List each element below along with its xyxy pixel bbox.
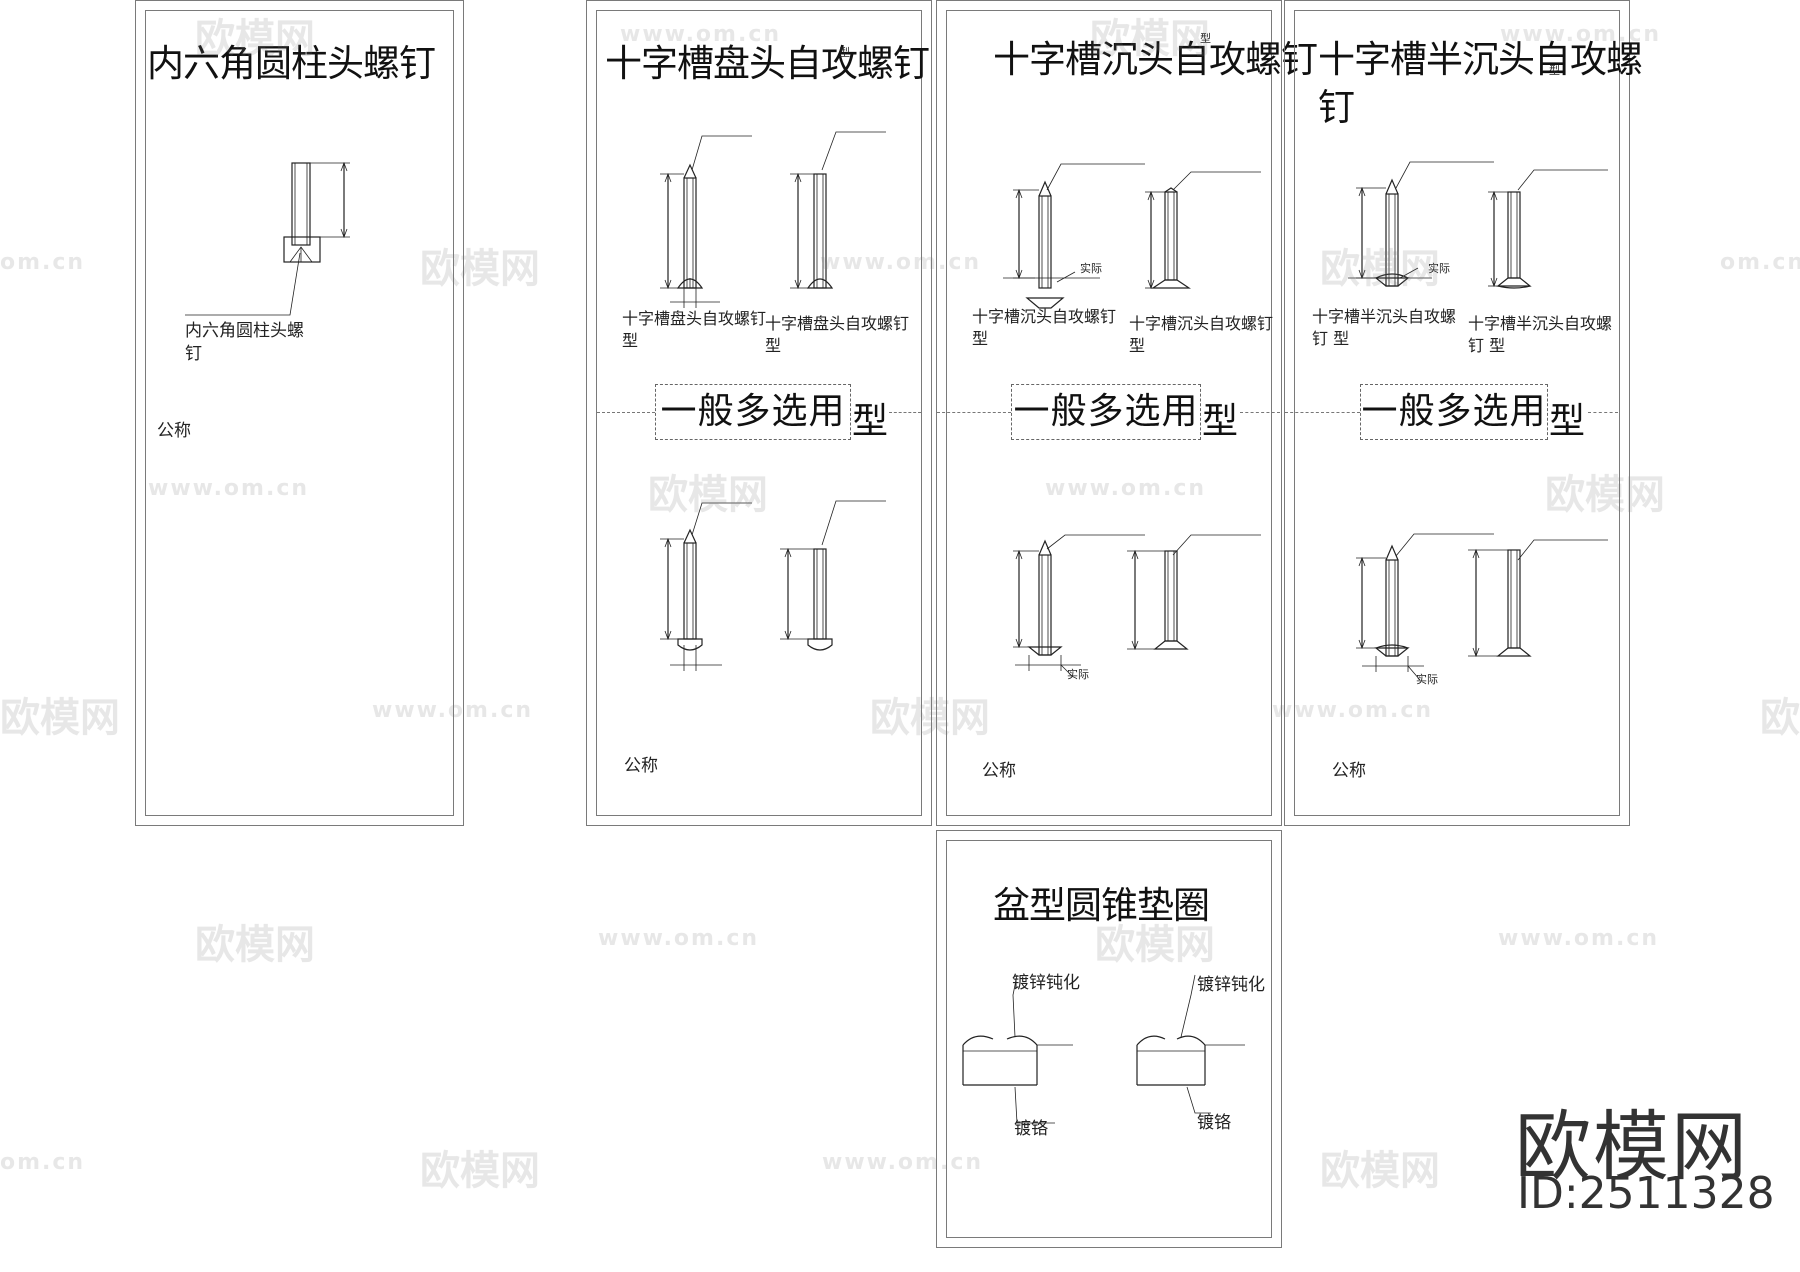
pan-select-box: 一般多选用 [655,384,851,440]
hex-leader-label: 内六角圆柱头螺 钉 [185,321,304,364]
semi-label-b: 十字槽半沉头自攻螺 钉 型 [1468,314,1613,355]
divider-dashed-line [1240,412,1280,413]
washer-left-coating-bottom: 镀铬 [1014,1119,1048,1139]
screw-shank [683,177,697,289]
countersunk-label-a: 十字槽沉头自攻螺钉 型 [972,307,1117,348]
pan-label-a: 十字槽盘头自攻螺钉 型 [622,309,767,350]
washer-left-coating-top: 镀锌钝化 [1012,973,1080,993]
countersunk-select-suffix: 型 [1202,401,1239,442]
countersunk-title-mark: 型 [1200,32,1211,45]
brand-id: ID:2511328 [1517,1168,1775,1219]
watermark-brand: 欧模网 [1320,1148,1440,1194]
watermark-brand: 欧模网 [420,1148,540,1194]
pan-title-mark: 型 [839,46,850,59]
pan-select-suffix: 型 [852,401,889,442]
divider-dashed-line [937,412,1011,413]
divider-dashed-line [1285,412,1360,413]
divider-dashed-line [889,412,921,413]
countersunk-screws-upper [1003,163,1261,309]
countersunk-screws-lower [1013,534,1261,678]
screw-shank [291,162,311,246]
pan-screws-lower [660,500,886,671]
panel-countersunk-screw [936,0,1282,826]
washer-right-coating-top: 镀锌钝化 [1197,975,1265,995]
divider-dashed-line [597,412,655,413]
panel-inner-border [1294,10,1620,816]
semi-panel-title: 十字槽半沉头自攻螺 钉 [1318,38,1643,130]
panel-inner-border [946,840,1272,1238]
semi-select-box: 一般多选用 [1360,384,1548,440]
panel-inner-border [145,10,454,816]
semi-note-nominal: 公称 [1332,761,1366,781]
semi-title-mark: 型 [1549,64,1560,77]
pan-label-b: 十字槽盘头自攻螺钉 型 [765,314,910,355]
semi-label-a: 十字槽半沉头自攻螺 钉 型 [1312,307,1457,348]
watermark-brand: 欧模网 [0,695,120,741]
countersunk-note-nominal: 公称 [982,761,1016,781]
watermark-url: www.om.cn [1498,926,1660,951]
countersunk-actual-upper: 实际 [1080,262,1102,275]
hex-screw-figure [185,161,350,316]
pan-note-nominal: 公称 [624,756,658,776]
panel-pan-head-screw [586,0,932,826]
panel-conical-washer [936,830,1282,1248]
panel-inner-border [946,10,1272,816]
hex-note-nominal: 公称 [157,421,191,441]
pan-head [676,278,704,289]
washer-profile [962,1035,994,1046]
panel-semi-countersunk-screw [1284,0,1630,826]
countersunk-select-box: 一般多选用 [1011,384,1201,440]
watermark-url: om.cn [1720,250,1800,275]
countersunk-label-b: 十字槽沉头自攻螺钉 型 [1129,314,1274,355]
semi-select-suffix: 型 [1549,401,1586,442]
panel-hex-socket-screw [135,0,464,826]
washer-figures [962,974,1245,1124]
pan-panel-title: 十字槽盘头自攻螺钉 [605,42,930,85]
watermark-brand: 欧模网 [195,922,315,968]
countersunk-actual-lower: 实际 [1067,668,1089,681]
screw-head [283,236,321,263]
brand-logo-text: 欧模网 [1515,1102,1749,1191]
watermark-url: www.om.cn [598,926,760,951]
hex-panel-title: 内六角圆柱头螺钉 [147,42,436,85]
panel-inner-border [596,10,922,816]
watermark-url: om.cn [0,1150,86,1175]
washer-panel-title: 盆型圆锥垫圈 [993,884,1210,927]
washer-right-coating-bottom: 镀铬 [1197,1113,1231,1133]
semi-actual-upper: 实际 [1428,262,1450,275]
watermark-brand: 欧模网 [1760,695,1800,741]
watermark-url: om.cn [0,250,86,275]
semi-screws-lower [1356,533,1608,681]
semi-actual-lower: 实际 [1416,673,1438,686]
semi-screws-upper [1348,161,1608,289]
countersunk-panel-title: 十字槽沉头自攻螺钉 [993,38,1318,81]
pan-screws-upper [660,131,886,308]
divider-dashed-line [1588,412,1618,413]
